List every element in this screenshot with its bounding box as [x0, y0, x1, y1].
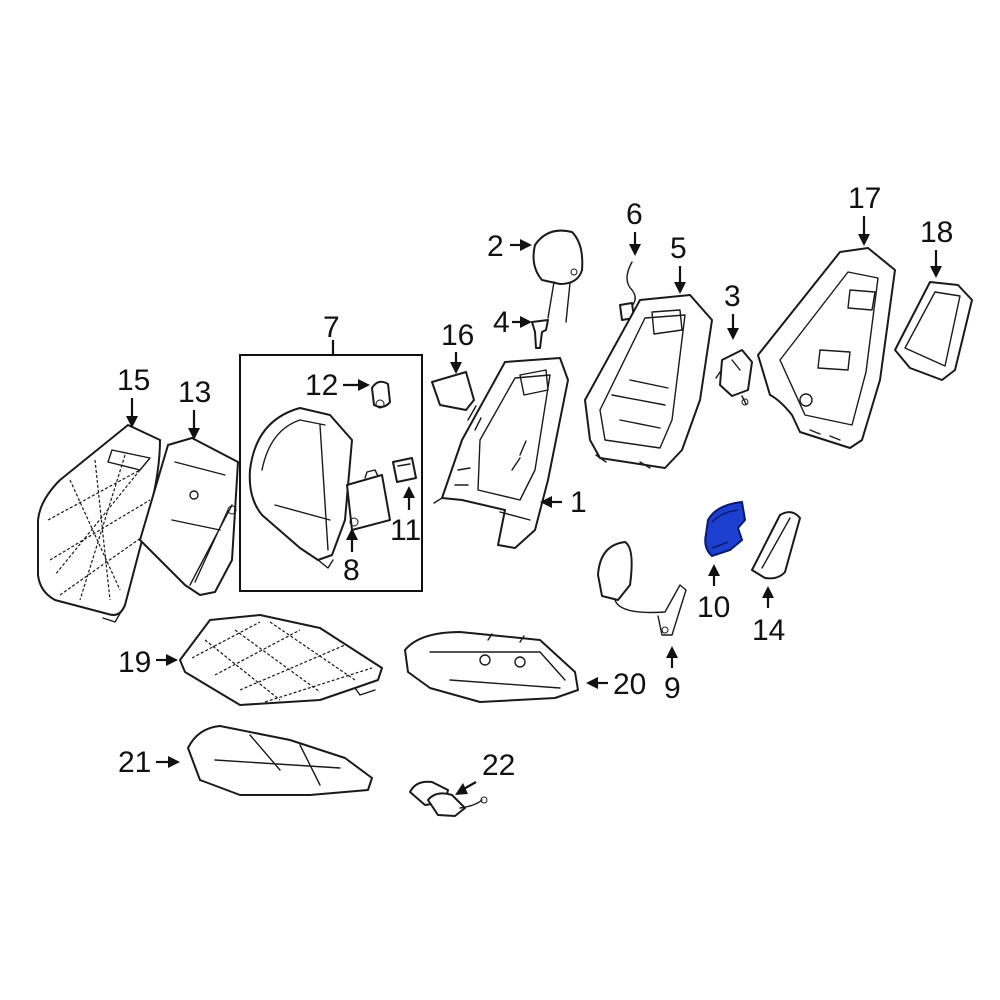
part-3-actuator	[715, 349, 753, 406]
part-7-backrest-shell	[248, 407, 353, 569]
svg-text:13: 13	[178, 376, 211, 409]
part-2-headrest	[532, 229, 584, 323]
part-17-rear-panel	[757, 247, 896, 449]
callout-5: 5	[670, 232, 687, 294]
callout-2: 2	[487, 230, 532, 263]
part-5-backrest-structure	[584, 294, 713, 469]
kit-box-7	[239, 340, 423, 592]
callout-12: 12	[305, 369, 370, 402]
part-12-cap	[371, 380, 391, 409]
svg-text:19: 19	[118, 646, 151, 679]
svg-text:5: 5	[670, 232, 687, 265]
svg-text:12: 12	[305, 369, 338, 402]
callout-17: 17	[848, 182, 881, 246]
svg-text:7: 7	[323, 311, 340, 344]
svg-text:15: 15	[117, 364, 150, 397]
part-21-cushion-pad	[187, 725, 373, 796]
callout-15: 15	[117, 364, 150, 428]
part-16-trim	[431, 371, 475, 411]
svg-text:16: 16	[441, 319, 474, 352]
svg-text:8: 8	[343, 554, 360, 587]
svg-text:2: 2	[487, 230, 504, 263]
part-1-backrest-frame	[433, 357, 569, 549]
callout-9: 9	[664, 646, 681, 705]
svg-text:4: 4	[493, 306, 510, 339]
callout-14: 14	[752, 586, 785, 647]
svg-text:22: 22	[482, 749, 515, 782]
part-20-cushion-frame	[404, 631, 579, 703]
part-10-side-cover-highlighted	[704, 500, 747, 558]
part-18-trim-panel	[894, 281, 973, 381]
callout-4: 4	[493, 306, 532, 339]
callout-13: 13	[178, 376, 211, 440]
svg-text:9: 9	[664, 672, 681, 705]
svg-text:3: 3	[724, 280, 741, 313]
svg-text:21: 21	[118, 746, 151, 779]
part-22-sensor	[409, 780, 488, 817]
part-15-seatback-cover	[37, 424, 161, 623]
callout-6: 6	[626, 198, 643, 256]
callout-11: 11	[390, 486, 421, 547]
callout-22: 22	[455, 749, 515, 795]
svg-text:10: 10	[697, 591, 730, 624]
callout-7: 7	[323, 311, 340, 344]
part-4-guide	[531, 319, 549, 349]
part-8-module	[346, 469, 391, 531]
callout-20: 20	[586, 668, 646, 701]
callout-1: 1	[540, 486, 587, 519]
callout-10: 10	[697, 564, 730, 624]
callout-8: 8	[343, 528, 360, 587]
callout-18: 18	[920, 216, 953, 278]
part-14-side-trim	[751, 511, 801, 580]
svg-text:1: 1	[570, 486, 587, 519]
callout-16: 16	[441, 319, 474, 374]
part-11-switch	[392, 457, 417, 483]
callout-19: 19	[118, 646, 178, 679]
svg-text:18: 18	[920, 216, 953, 249]
callout-21: 21	[118, 746, 180, 779]
callout-3: 3	[724, 280, 741, 340]
svg-text:20: 20	[613, 668, 646, 701]
part-13-back-panel	[139, 437, 239, 596]
svg-text:11: 11	[390, 514, 421, 547]
svg-text:6: 6	[626, 198, 643, 231]
svg-text:17: 17	[848, 182, 881, 215]
part-9-side-module	[597, 541, 687, 636]
svg-text:14: 14	[752, 614, 785, 647]
part-19-cushion-cover	[179, 614, 383, 706]
